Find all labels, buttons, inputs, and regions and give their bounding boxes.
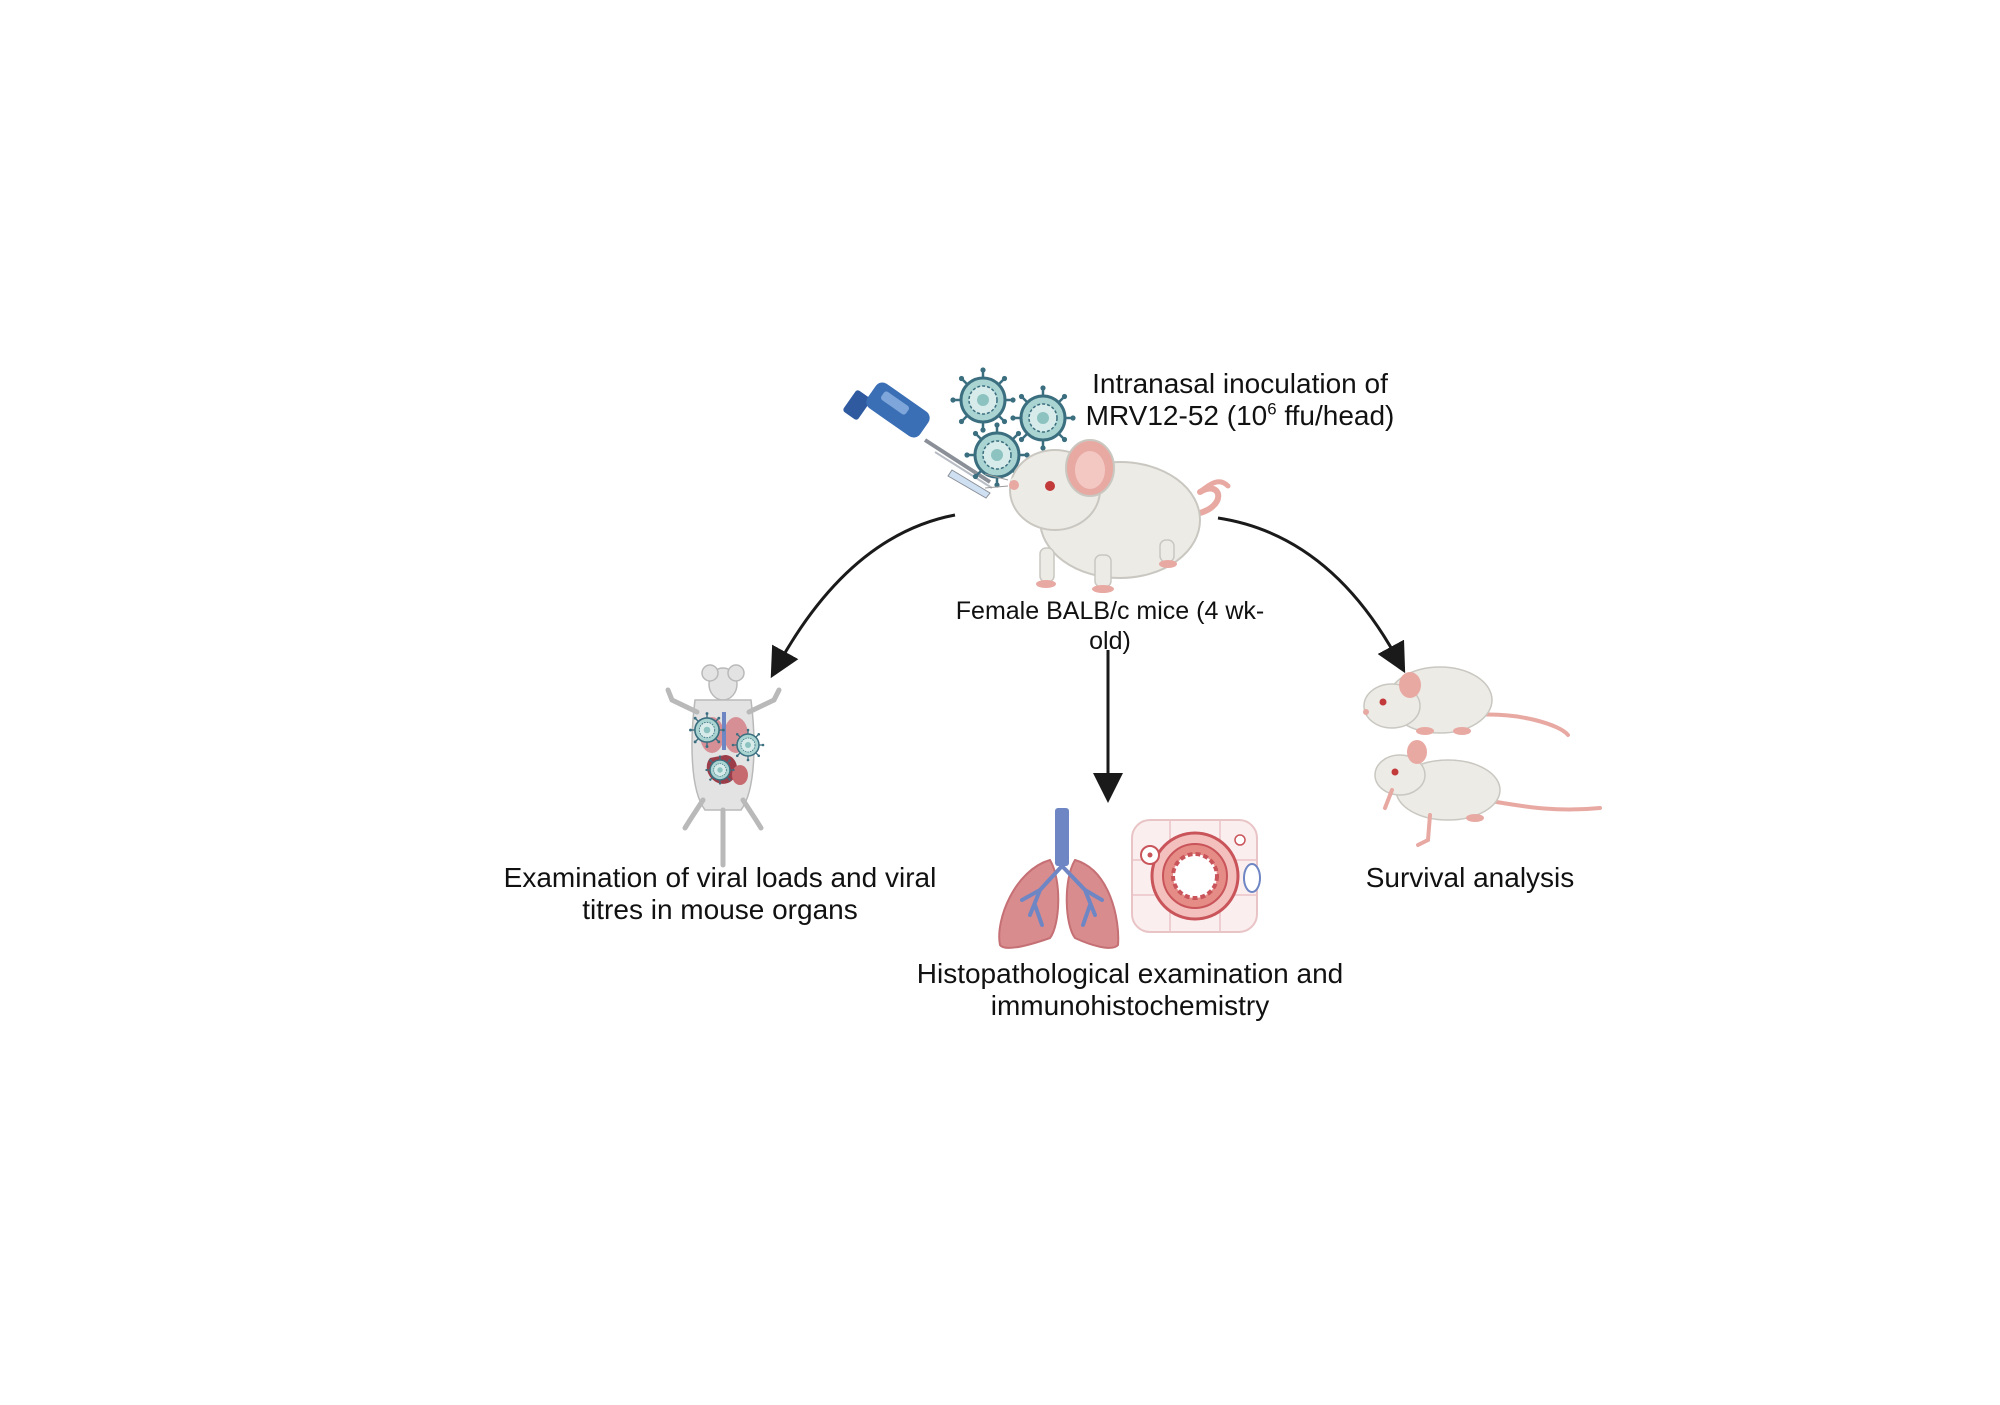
lungs-icon bbox=[998, 808, 1120, 949]
virus-icon bbox=[948, 365, 1018, 435]
survival-label: Survival analysis bbox=[1330, 862, 1610, 894]
survival-text: Survival analysis bbox=[1365, 862, 1575, 893]
arrow-to-survival bbox=[1217, 516, 1406, 674]
arrow-to-viral-exam bbox=[770, 513, 956, 679]
viral-line2: titres in mouse organs bbox=[582, 894, 858, 926]
histo-line1: Histopathological examination and bbox=[916, 958, 1344, 989]
inoculation-line1: Intranasal inoculation of bbox=[1092, 368, 1388, 399]
mice-label: Female BALB/c mice (4 wk- old) bbox=[930, 596, 1290, 656]
virus-icon bbox=[704, 754, 736, 786]
virus-icon bbox=[730, 727, 766, 763]
histopathology-label: Histopathological examination and immuno… bbox=[880, 958, 1380, 1022]
tissue-section-icon bbox=[1131, 819, 1261, 933]
virus-icon bbox=[688, 711, 726, 749]
mouse-icon bbox=[1374, 740, 1602, 847]
inoculation-line2-text: MRV12-52 (10 bbox=[1085, 400, 1268, 432]
mice-line2: old) bbox=[1089, 627, 1131, 655]
viral-exam-label: Examination of viral loads and viral tit… bbox=[470, 862, 970, 926]
viral-line1: Examination of viral loads and viral bbox=[503, 862, 937, 893]
mouse-icon bbox=[984, 439, 1231, 593]
pipette-icon bbox=[843, 382, 993, 499]
mouse-icon bbox=[1363, 666, 1570, 737]
inoculation-unit: ffu/head) bbox=[1276, 400, 1395, 432]
histo-line2: immunohistochemistry bbox=[990, 990, 1270, 1022]
inoculation-label: Intranasal inoculation of MRV12-52 (106 … bbox=[1040, 368, 1440, 432]
inoculation-exponent: 6 bbox=[1267, 399, 1277, 419]
mice-line1: Female BALB/c mice (4 wk- bbox=[955, 597, 1265, 625]
inoculation-line2: MRV12-52 (106 ffu/head) bbox=[1040, 400, 1440, 432]
dissected-mouse-icon bbox=[665, 664, 782, 868]
